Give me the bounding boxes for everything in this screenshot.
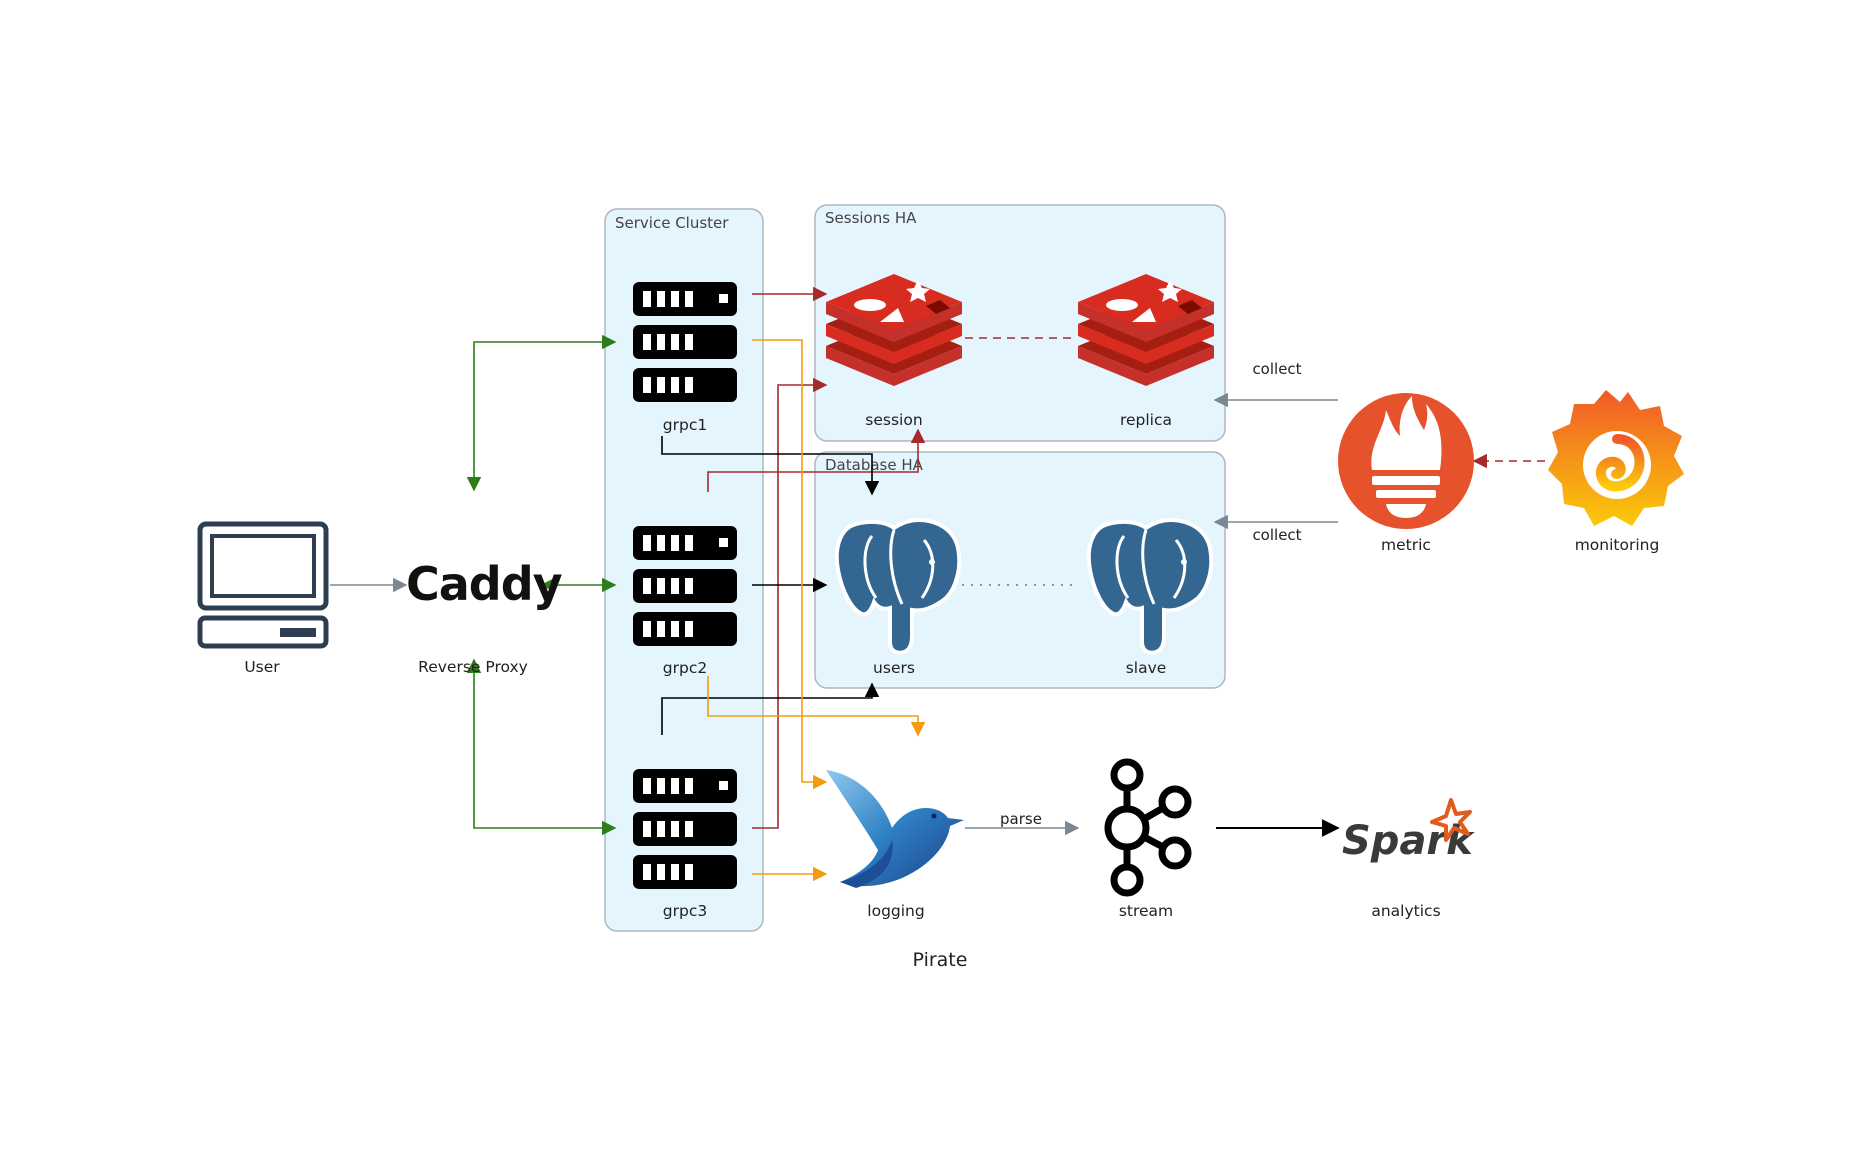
server-rack-icon	[633, 526, 737, 646]
cluster-service-label: Service Cluster	[615, 214, 729, 232]
fluentd-bird-icon	[826, 770, 964, 888]
edge-proxy-grpc1	[466, 334, 617, 492]
node-analytics-label: analytics	[1371, 902, 1440, 920]
node-stream-label: stream	[1119, 902, 1173, 920]
node-grpc3-label: grpc3	[663, 902, 707, 920]
node-proxy: Caddy Reverse Proxy	[406, 557, 564, 676]
spark-logo-icon: Spark	[1342, 818, 1475, 864]
node-grpc1: grpc1	[633, 282, 737, 434]
node-grpc2-label: grpc2	[663, 659, 707, 677]
edge-label-parse: parse	[1000, 810, 1042, 828]
edge-label-collect-sessions: collect	[1252, 360, 1301, 378]
edge-grpc3-users	[661, 682, 880, 735]
node-session: session	[826, 274, 962, 429]
node-monitoring-label: monitoring	[1575, 536, 1660, 554]
node-logging-label: logging	[867, 902, 924, 920]
postgres-elephant-icon	[1086, 517, 1214, 655]
kafka-icon	[1104, 758, 1192, 897]
node-slave-label: slave	[1126, 659, 1167, 677]
node-proxy-label: Reverse Proxy	[418, 658, 528, 676]
node-grpc2: grpc2	[633, 526, 737, 677]
redis-icon	[1078, 274, 1214, 386]
node-analytics: Spark analytics	[1342, 798, 1475, 920]
server-rack-icon	[633, 769, 737, 889]
postgres-elephant-icon	[834, 517, 962, 655]
node-replica: replica	[1078, 274, 1214, 429]
computer-icon	[197, 521, 329, 649]
cluster-sessions: Sessions HA	[814, 204, 1226, 442]
grafana-icon	[1548, 390, 1684, 526]
node-monitoring: monitoring	[1548, 390, 1684, 554]
node-users-label: users	[873, 659, 915, 677]
node-session-label: session	[865, 411, 922, 429]
node-user-label: User	[244, 658, 280, 676]
node-metric-label: metric	[1381, 536, 1431, 554]
edge-grpc1-users	[661, 436, 880, 496]
prometheus-icon	[1338, 393, 1474, 529]
cluster-database: Database HA	[814, 451, 1226, 689]
node-logging: logging	[826, 770, 964, 920]
node-replica-label: replica	[1120, 411, 1172, 429]
server-rack-icon	[633, 282, 737, 402]
edge-proxy-grpc3	[466, 658, 617, 836]
edge-label-collect-database: collect	[1252, 526, 1301, 544]
cluster-database-label: Database HA	[825, 456, 924, 474]
redis-icon	[826, 274, 962, 386]
edge-grpc2-logging	[707, 676, 926, 737]
node-stream: stream	[1104, 758, 1192, 920]
edges	[330, 286, 1545, 882]
spark-star-icon	[1430, 798, 1472, 842]
node-grpc3: grpc3	[633, 769, 737, 920]
node-users: users	[834, 517, 962, 677]
node-slave: slave	[1086, 517, 1214, 677]
node-grpc1-label: grpc1	[663, 416, 707, 434]
edge-grpc2-session	[707, 428, 926, 492]
cluster-sessions-label: Sessions HA	[825, 209, 917, 227]
edge-grpc1-logging	[752, 339, 828, 790]
node-user: User	[197, 521, 329, 676]
diagram-title: Pirate	[913, 949, 968, 971]
caddy-logo-icon: Caddy	[406, 557, 563, 611]
node-metric: metric	[1338, 393, 1474, 554]
